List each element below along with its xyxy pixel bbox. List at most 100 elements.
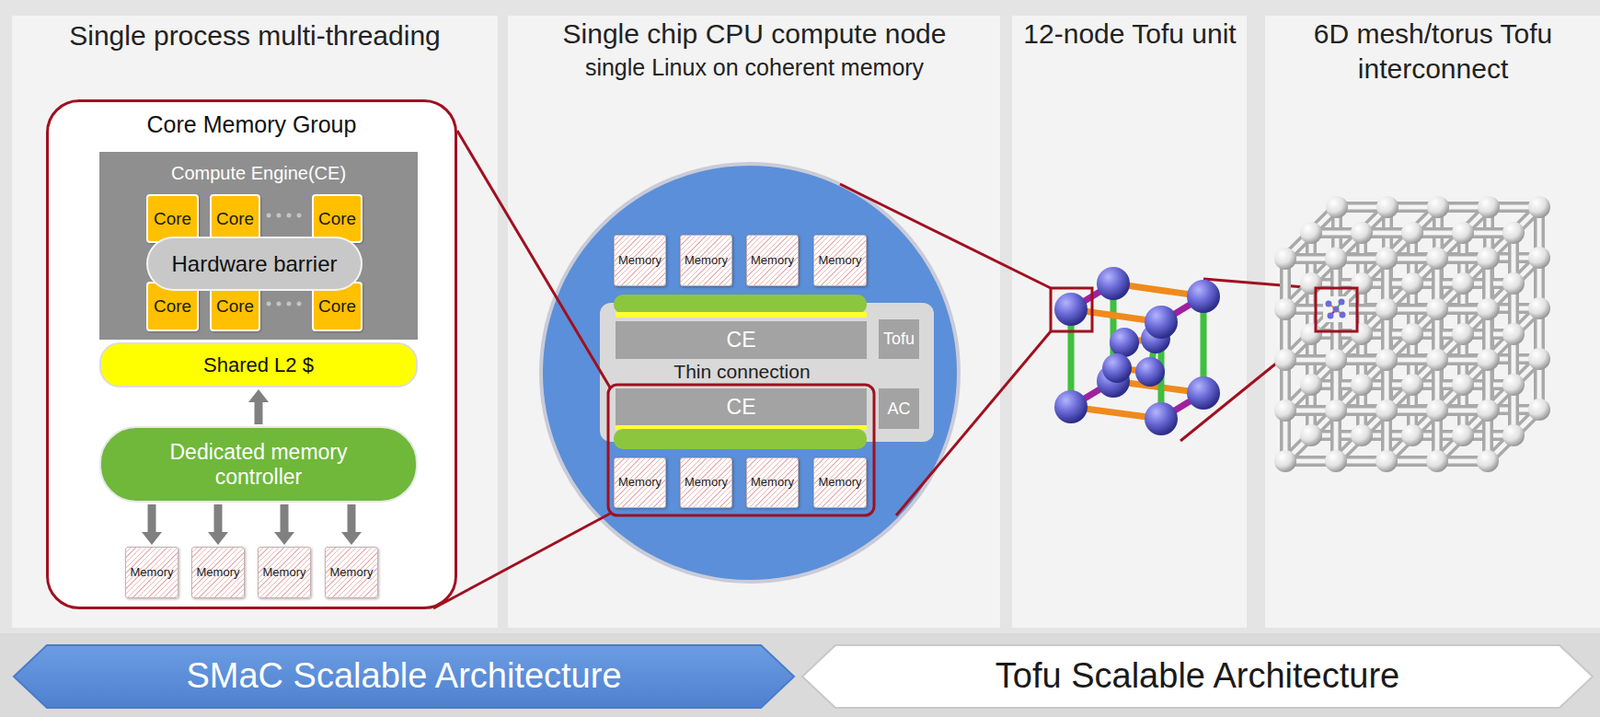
cube-node xyxy=(1144,305,1178,339)
node-text: Memory xyxy=(818,475,863,490)
arrow-body xyxy=(802,644,1593,708)
node-text: CE xyxy=(726,394,757,419)
mesh-node xyxy=(1401,373,1424,396)
node-text: Memory xyxy=(618,253,662,268)
node-text: Core xyxy=(216,208,254,230)
node-text: Memory xyxy=(750,475,795,490)
node-text: Memory xyxy=(196,565,241,580)
cube-node xyxy=(1096,266,1130,300)
flow-arrow xyxy=(274,504,295,545)
mesh-node xyxy=(1375,399,1398,422)
node-text: Memory xyxy=(818,253,863,268)
arrow-shaft xyxy=(254,402,264,425)
memory-chip: Memory xyxy=(257,546,311,599)
highlight-square xyxy=(1050,287,1093,332)
zoom-line xyxy=(433,513,611,609)
node-text: CE xyxy=(726,327,757,352)
node-text: Tofu xyxy=(883,329,915,349)
mini-cube-node xyxy=(1339,311,1347,319)
mesh-node xyxy=(1528,297,1551,320)
core-memory-group: Core Memory GroupCompute Engine(CE)CoreC… xyxy=(46,99,458,610)
zoom-line xyxy=(457,130,611,388)
mesh-node xyxy=(1350,221,1373,244)
panel-title: Single chip CPU compute node xyxy=(510,16,999,52)
mesh-node xyxy=(1324,449,1347,472)
mesh-node xyxy=(1451,221,1474,244)
mesh-node xyxy=(1376,195,1399,219)
mesh-node xyxy=(1477,195,1500,219)
tofu-block: Tofu xyxy=(878,319,920,359)
mini-cube-node xyxy=(1325,300,1333,308)
compute-engine: Compute Engine(CE)CoreCoreCoreHardware b… xyxy=(99,151,418,340)
cube-node xyxy=(1135,356,1165,387)
cache-bar xyxy=(615,311,867,318)
mesh-node xyxy=(1426,348,1449,371)
memory-controller: Dedicated memory controller xyxy=(99,425,418,503)
panel-title: Single process multi-threading xyxy=(15,18,495,54)
panel-title: single Linux on coherent memory xyxy=(510,53,999,82)
mesh-node xyxy=(1325,195,1348,219)
mesh-node xyxy=(1350,373,1373,396)
cube-node xyxy=(1054,292,1088,326)
zoom-line xyxy=(840,184,1051,288)
flow-arrow xyxy=(141,504,162,545)
node-text: Core xyxy=(153,296,192,317)
mesh-node xyxy=(1300,322,1323,346)
memory-chip: Memory xyxy=(613,457,667,508)
cube-node xyxy=(1144,402,1178,436)
memory-chip: Memory xyxy=(324,546,379,599)
cpu-chip: Thin connectionCETofuCEAC xyxy=(599,302,934,442)
arrow-head xyxy=(341,531,362,545)
node-text: Compute Engine(CE) xyxy=(171,162,346,185)
cache-box: Shared L2 $ xyxy=(99,342,418,388)
mini-cube-node xyxy=(1338,299,1346,306)
mesh-node xyxy=(1502,322,1525,346)
node-text: Memory xyxy=(618,475,662,490)
arrow-head xyxy=(274,531,295,545)
mesh-node xyxy=(1274,399,1297,422)
mesh-node xyxy=(1350,272,1373,295)
node-text: Core xyxy=(216,296,254,317)
memory-chip: Memory xyxy=(679,234,733,287)
mini-cube-node xyxy=(1327,312,1335,320)
node-text: Tofu Scalable Architecture xyxy=(995,656,1400,697)
flow-arrow xyxy=(248,389,269,425)
mesh-node xyxy=(1401,272,1424,295)
torus-mesh xyxy=(1274,195,1551,472)
mesh-node xyxy=(1300,373,1323,396)
memory-chip: Memory xyxy=(813,234,867,287)
memory-chip: Memory xyxy=(125,546,179,599)
bottom-band xyxy=(0,633,1600,717)
panel-ground xyxy=(1012,15,1247,628)
node-text: Shared L2 $ xyxy=(203,353,314,377)
controller-bar xyxy=(613,294,867,314)
node-text: Memory xyxy=(750,253,795,268)
mesh-node xyxy=(1451,272,1474,295)
mesh-node xyxy=(1350,424,1373,447)
node-text: Memory xyxy=(263,565,307,580)
panel-ground xyxy=(11,15,498,628)
mini-cube-node xyxy=(1333,306,1340,313)
cube-node xyxy=(1186,279,1221,313)
mesh-node xyxy=(1426,298,1449,321)
mesh-node xyxy=(1502,424,1525,447)
flow-arrow xyxy=(207,504,229,545)
zoom-line xyxy=(1203,278,1316,288)
node-text: Core xyxy=(318,296,357,317)
memory-chip: Memory xyxy=(679,457,733,508)
memory-chip: Memory xyxy=(613,234,667,287)
node-text: Core Memory Group xyxy=(147,111,357,139)
mesh-node xyxy=(1274,348,1297,371)
group-fill xyxy=(46,99,458,610)
node-text: Hardware barrier xyxy=(171,251,337,277)
cube-node xyxy=(1102,353,1132,383)
mesh-node xyxy=(1451,373,1474,396)
mesh-node xyxy=(1502,373,1525,396)
mesh-node xyxy=(1426,399,1449,422)
node-circle xyxy=(541,163,959,582)
tofu-unit-cube xyxy=(1054,266,1221,436)
mesh-node xyxy=(1528,246,1551,269)
cube-node xyxy=(1054,390,1088,424)
